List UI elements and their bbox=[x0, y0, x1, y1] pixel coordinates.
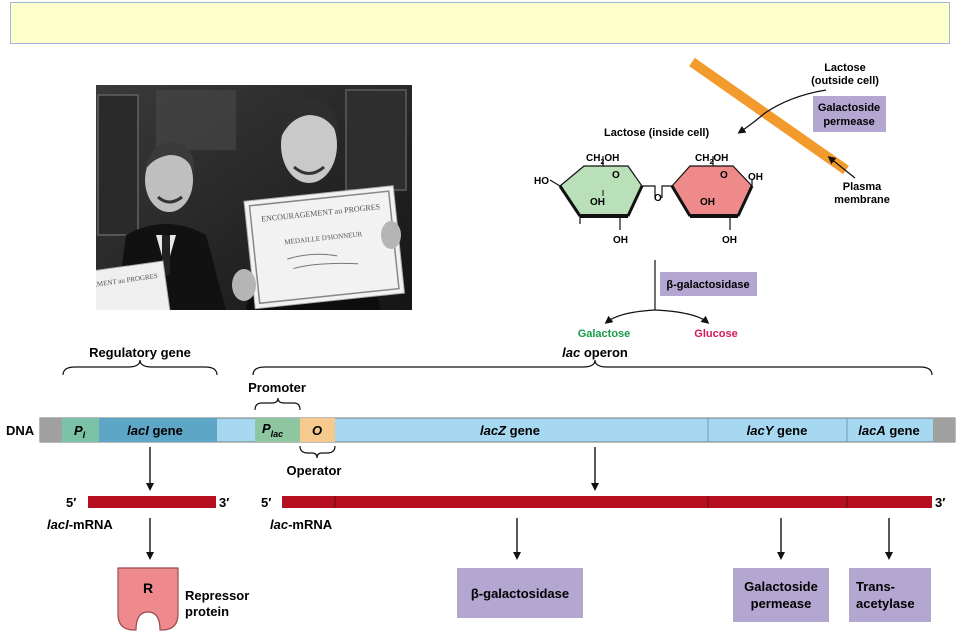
title-banner bbox=[10, 2, 950, 44]
transacetylase-product-label-2: acetylase bbox=[856, 596, 915, 611]
plac-promoter-segment bbox=[255, 418, 300, 442]
glucose-ring bbox=[670, 156, 754, 230]
lac-mrna-3prime: 3′ bbox=[935, 495, 945, 510]
transacetylase-product-box bbox=[849, 568, 931, 622]
o-left-ring: O bbox=[612, 170, 620, 181]
beta-galactosidase-enzyme-box bbox=[660, 272, 757, 296]
plasma-membrane-label-2: membrane bbox=[834, 194, 890, 206]
operator-segment-label: O bbox=[312, 423, 322, 438]
oh-right-side: OH bbox=[748, 172, 763, 183]
laci-mrna-label: lacI-mRNA bbox=[47, 517, 113, 532]
regulatory-gene-label: Regulatory gene bbox=[89, 345, 191, 360]
plasma-membrane-pointer bbox=[827, 156, 856, 179]
promoter-label: Promoter bbox=[248, 380, 306, 395]
galactoside-permease-product-box bbox=[733, 568, 829, 622]
o-bridge: O bbox=[654, 193, 662, 204]
operator-label: Operator bbox=[287, 463, 342, 478]
promoter-brace bbox=[254, 397, 301, 411]
o-right-ring: O bbox=[720, 170, 728, 181]
laci-gene-segment bbox=[99, 418, 217, 442]
galactose-arrow bbox=[604, 309, 656, 324]
oh-right-bottom: OH bbox=[722, 235, 737, 246]
glucose-label: Glucose bbox=[694, 328, 737, 340]
dna-right-end bbox=[933, 418, 955, 442]
lacz-gene-label: lacZ gene bbox=[480, 423, 540, 438]
repressor-protein-label-1: Repressor bbox=[185, 588, 249, 603]
lac-operon-brace bbox=[252, 359, 933, 376]
laci-gene-label: lacI gene bbox=[127, 423, 183, 438]
glycosidic-bond bbox=[642, 185, 672, 198]
lac-mrna-strand bbox=[282, 496, 932, 508]
operator-segment bbox=[300, 418, 335, 442]
lac-operon-label: lac operon bbox=[562, 345, 628, 360]
oh-left-bottom: OH bbox=[613, 235, 628, 246]
galactoside-permease-product-label-1: Galactoside bbox=[744, 579, 818, 594]
plac-promoter-label: Plac bbox=[262, 421, 283, 439]
ch2oh-right: CH2OH bbox=[695, 153, 728, 166]
plasma-membrane bbox=[689, 57, 849, 175]
laci-mrna-3prime: 3′ bbox=[219, 495, 229, 510]
galactoside-permease-box bbox=[813, 96, 886, 132]
lactose-outside-label-2: (outside cell) bbox=[811, 75, 879, 87]
ho-left: HO bbox=[534, 176, 549, 187]
laci-mrna-5prime: 5′ bbox=[66, 495, 76, 510]
historic-photo: ENCOURAGEMENT au PROGRES MEDAILLE D'HONN… bbox=[96, 85, 412, 310]
galactose-label: Galactose bbox=[578, 328, 631, 340]
dna-left-end bbox=[40, 418, 62, 442]
repressor-protein-shape bbox=[117, 567, 179, 631]
beta-galactosidase-product-box bbox=[457, 568, 583, 618]
lac-mrna-label: lac-mRNA bbox=[270, 517, 333, 532]
lacy-gene-label: lacY gene bbox=[747, 423, 808, 438]
dna-label: DNA bbox=[6, 423, 35, 438]
ch2oh-left: CH2OH bbox=[586, 153, 619, 166]
lactose-transport-arrow bbox=[737, 89, 827, 134]
oh-left-center: OH bbox=[590, 197, 605, 208]
oh-right-center: OH bbox=[700, 197, 715, 208]
beta-galactosidase-enzyme-label: β-galactosidase bbox=[666, 279, 749, 291]
galactoside-permease-product-label-2: permease bbox=[751, 596, 812, 611]
laci-mrna-strand bbox=[88, 496, 216, 508]
pi-promoter-segment bbox=[62, 418, 99, 442]
lactose-outside-label-1: Lactose bbox=[824, 62, 866, 74]
repressor-protein-label-2: protein bbox=[185, 604, 229, 619]
plasma-membrane-label-1: Plasma bbox=[843, 181, 882, 193]
regulatory-gene-brace bbox=[62, 359, 218, 376]
laca-gene-label: lacA gene bbox=[858, 423, 919, 438]
pi-promoter-label: PI bbox=[74, 423, 86, 440]
galactoside-permease-label-2: permease bbox=[823, 116, 874, 128]
transacetylase-product-label-1: Trans- bbox=[856, 579, 895, 594]
operator-brace bbox=[299, 445, 336, 459]
galactoside-permease-label-1: Galactoside bbox=[818, 102, 880, 114]
lac-mrna-5prime: 5′ bbox=[261, 495, 271, 510]
lactose-inside-label: Lactose (inside cell) bbox=[604, 127, 709, 139]
glucose-arrow bbox=[654, 309, 710, 324]
galactose-ring bbox=[549, 156, 644, 230]
beta-galactosidase-product-label: β-galactosidase bbox=[471, 586, 569, 601]
repressor-letter: R bbox=[143, 580, 153, 596]
